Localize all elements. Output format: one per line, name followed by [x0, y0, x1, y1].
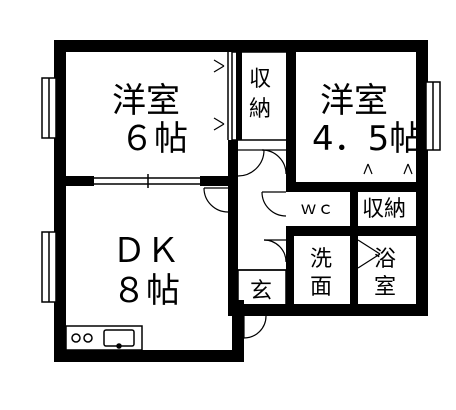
wc-label: ｗｃ — [300, 199, 334, 219]
storage-a-line2: 納 — [249, 97, 271, 122]
entrance-label: 玄 — [250, 279, 272, 304]
storage-b-label: 収納 — [362, 197, 406, 222]
western-b-name: 洋室 — [320, 81, 388, 121]
kitchen-counter — [65, 325, 143, 351]
washroom-line2: 面 — [310, 275, 332, 300]
western-a-name: 洋室 — [112, 81, 180, 121]
bath-line2: 室 — [374, 275, 396, 300]
door-swings — [203, 59, 413, 339]
exterior-walls — [54, 40, 428, 362]
western-a-size: ６帖 — [120, 119, 188, 159]
interior-lines — [94, 51, 289, 307]
storage-a-line1: 収 — [249, 67, 271, 92]
washroom-line1: 洗 — [310, 247, 332, 272]
bath-line1: 浴 — [374, 247, 396, 272]
dk-size: ８帖 — [112, 271, 180, 311]
dk-name: ＤＫ — [112, 231, 180, 271]
windows — [41, 77, 441, 303]
western-b-size: 4．5帖 — [312, 119, 423, 159]
